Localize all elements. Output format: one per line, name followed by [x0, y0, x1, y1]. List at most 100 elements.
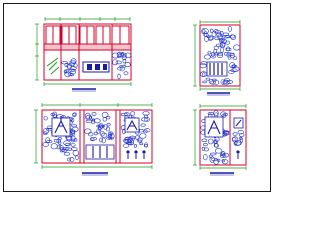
- stone-texture-mark: [227, 55, 232, 60]
- front-elevation-stone-panels: [61, 51, 132, 80]
- stone-texture-mark: [63, 152, 71, 156]
- stone-texture-mark: [127, 141, 134, 146]
- stone-texture-mark: [205, 77, 211, 81]
- stone-texture-mark: [85, 115, 93, 121]
- stone-texture-mark: [56, 145, 61, 150]
- stone-texture-mark: [144, 128, 151, 133]
- stone-texture-mark: [221, 159, 225, 163]
- stone-texture-mark: [65, 147, 73, 151]
- stone-texture-mark: [124, 62, 131, 68]
- stone-texture-mark: [129, 135, 136, 139]
- stone-texture-mark: [63, 140, 71, 146]
- stone-texture-mark: [214, 148, 223, 154]
- stone-texture-mark: [220, 30, 224, 38]
- stone-texture-mark: [75, 155, 79, 160]
- stone-texture-mark: [204, 31, 208, 37]
- stone-texture-mark: [50, 143, 58, 150]
- stone-texture-mark: [220, 111, 227, 117]
- stone-texture-mark: [201, 138, 208, 143]
- stone-texture-mark: [204, 36, 210, 42]
- side-elevation-upper-bottom-dimension: [199, 87, 241, 91]
- stone-texture-mark: [144, 142, 149, 148]
- side-elevation-upper-left-dimension: [193, 24, 197, 87]
- stone-texture-mark: [96, 128, 101, 135]
- stone-texture-mark: [209, 80, 216, 85]
- stone-texture-mark: [237, 130, 244, 135]
- stone-texture-mark: [233, 141, 241, 146]
- front-elevation-frame: [43, 23, 132, 81]
- stone-texture-mark: [239, 136, 243, 141]
- stone-texture-mark: [216, 52, 224, 57]
- stone-texture-mark: [85, 119, 93, 123]
- stone-texture-mark: [211, 52, 215, 57]
- stone-texture-mark: [84, 128, 92, 135]
- stone-texture-mark: [213, 110, 219, 117]
- front-elevation-bench: [82, 61, 110, 73]
- stone-texture-mark: [50, 113, 56, 117]
- stone-texture-mark: [70, 135, 76, 141]
- stone-texture-mark: [202, 28, 209, 35]
- long-elevation-left-dimension: [34, 109, 38, 164]
- stone-texture-mark: [219, 37, 226, 42]
- side-elevation-upper-stone: [199, 26, 241, 86]
- stone-texture-mark: [216, 158, 221, 162]
- stone-texture-mark: [102, 117, 108, 122]
- stone-texture-mark: [232, 56, 238, 61]
- stone-texture-mark: [229, 62, 236, 69]
- stone-texture-mark: [224, 52, 229, 56]
- stone-texture-mark: [133, 143, 137, 148]
- stone-texture-mark: [112, 59, 118, 66]
- stone-texture-mark: [202, 80, 207, 84]
- long-elevation-top-dimension: [41, 103, 153, 107]
- front-elevation-left-dimension: [35, 23, 39, 81]
- stone-texture-mark: [61, 61, 69, 65]
- stone-texture-mark: [216, 32, 223, 37]
- stone-texture-mark: [215, 43, 223, 47]
- stone-texture-mark: [72, 113, 77, 118]
- stone-texture-mark: [232, 66, 240, 72]
- stone-texture-mark: [87, 132, 94, 137]
- stone-texture-mark: [214, 36, 220, 41]
- stone-texture-mark: [139, 133, 147, 139]
- stone-texture-mark: [144, 114, 149, 119]
- stone-texture-mark: [144, 117, 150, 122]
- stone-texture-mark: [70, 69, 76, 75]
- stone-texture-mark: [67, 157, 72, 162]
- stone-texture-mark: [139, 142, 144, 146]
- stone-texture-mark: [203, 54, 211, 60]
- stone-texture-mark: [71, 124, 77, 128]
- long-elevation-view: [34, 103, 153, 176]
- stone-texture-mark: [136, 137, 143, 143]
- stone-texture-mark: [99, 137, 103, 143]
- stone-texture-mark: [220, 47, 224, 53]
- stone-texture-mark: [231, 64, 236, 68]
- side-elevation-lower-top-dimension: [199, 104, 247, 108]
- stone-texture-mark: [130, 111, 135, 116]
- stone-texture-mark: [70, 143, 76, 147]
- stone-texture-mark: [58, 137, 62, 140]
- stone-texture-mark: [101, 111, 109, 118]
- stone-texture-mark: [115, 60, 122, 65]
- stone-texture-mark: [111, 52, 120, 59]
- stone-texture-mark: [228, 69, 235, 75]
- side-elevation-lower-view: [193, 104, 247, 176]
- stone-texture-mark: [233, 44, 241, 51]
- stone-texture-mark: [90, 137, 97, 141]
- stone-texture-mark: [45, 137, 51, 144]
- stone-texture-mark: [222, 152, 230, 158]
- long-elevation-frame: [41, 109, 153, 164]
- side-elevation-lower-bottom-dimension: [199, 166, 247, 170]
- stone-texture-mark: [93, 118, 101, 124]
- stone-texture-mark: [213, 29, 219, 34]
- stone-texture-mark: [85, 112, 91, 119]
- stone-texture-mark: [220, 154, 227, 158]
- stone-texture-mark: [239, 133, 245, 137]
- stone-texture-mark: [214, 143, 219, 148]
- stone-texture-mark: [204, 147, 209, 152]
- stone-texture-mark: [123, 137, 130, 142]
- long-elevation-bottom-dimension: [41, 165, 153, 169]
- stone-texture-mark: [142, 111, 150, 116]
- stone-texture-mark: [91, 119, 96, 124]
- stone-texture-mark: [69, 156, 75, 162]
- stone-texture-mark: [116, 52, 121, 58]
